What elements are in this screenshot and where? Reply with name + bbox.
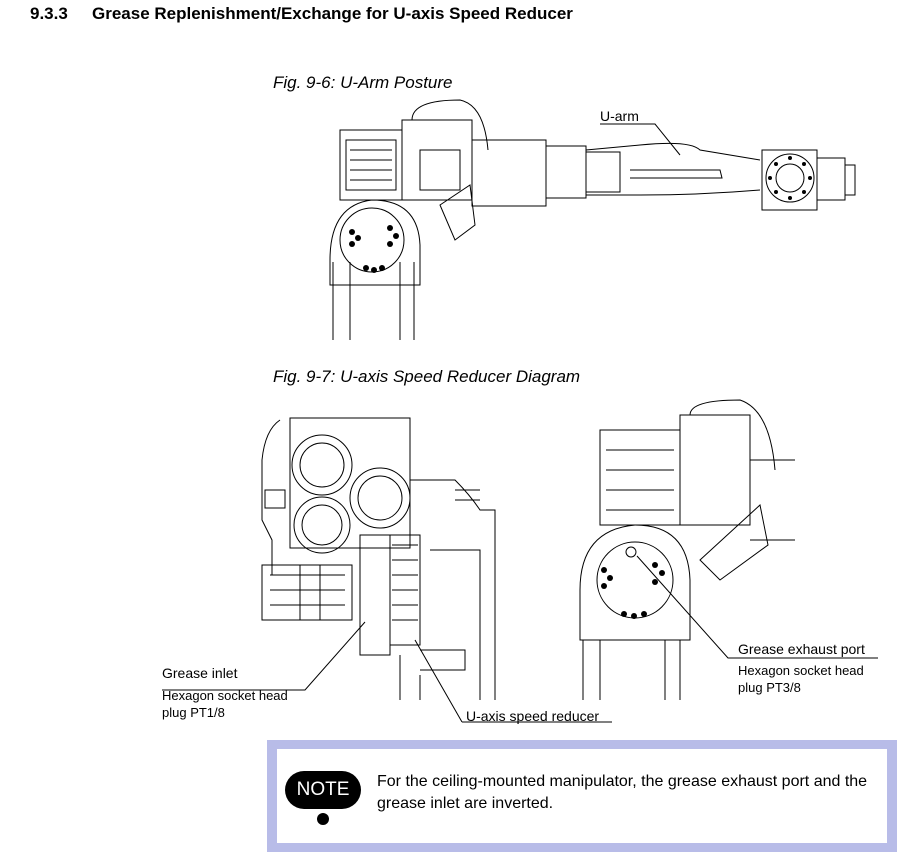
note-inner: NOTE For the ceiling-mounted manipulator… bbox=[277, 749, 887, 843]
figure-1-caption: Fig. 9-6: U-Arm Posture bbox=[273, 73, 453, 92]
section-number: 9.3.3 bbox=[30, 4, 68, 23]
figure-2-left-drawing bbox=[162, 417, 612, 723]
note-box: NOTE For the ceiling-mounted manipulator… bbox=[267, 740, 897, 852]
figure-1-drawing bbox=[329, 99, 856, 340]
figure-2-right-drawing bbox=[579, 399, 878, 700]
u-axis-speed-reducer-label: U-axis speed reducer bbox=[466, 708, 600, 724]
note-text: For the ceiling-mounted manipulator, the… bbox=[377, 773, 868, 812]
note-icon: NOTE bbox=[285, 771, 361, 809]
grease-exhaust-port-label: Grease exhaust port bbox=[738, 641, 865, 657]
section-title: Grease Replenishment/Exchange for U-axis… bbox=[92, 4, 573, 23]
u-arm-label: U-arm bbox=[600, 108, 639, 124]
exhaust-plug-line2: plug PT3/8 bbox=[738, 680, 801, 695]
note-pin-icon bbox=[317, 813, 329, 825]
inlet-plug-line2: plug PT1/8 bbox=[162, 705, 225, 720]
grease-inlet-label: Grease inlet bbox=[162, 665, 238, 681]
inlet-plug-line1: Hexagon socket head bbox=[162, 688, 288, 703]
exhaust-plug-line1: Hexagon socket head bbox=[738, 663, 864, 678]
figure-2-caption: Fig. 9-7: U-axis Speed Reducer Diagram bbox=[273, 367, 581, 386]
